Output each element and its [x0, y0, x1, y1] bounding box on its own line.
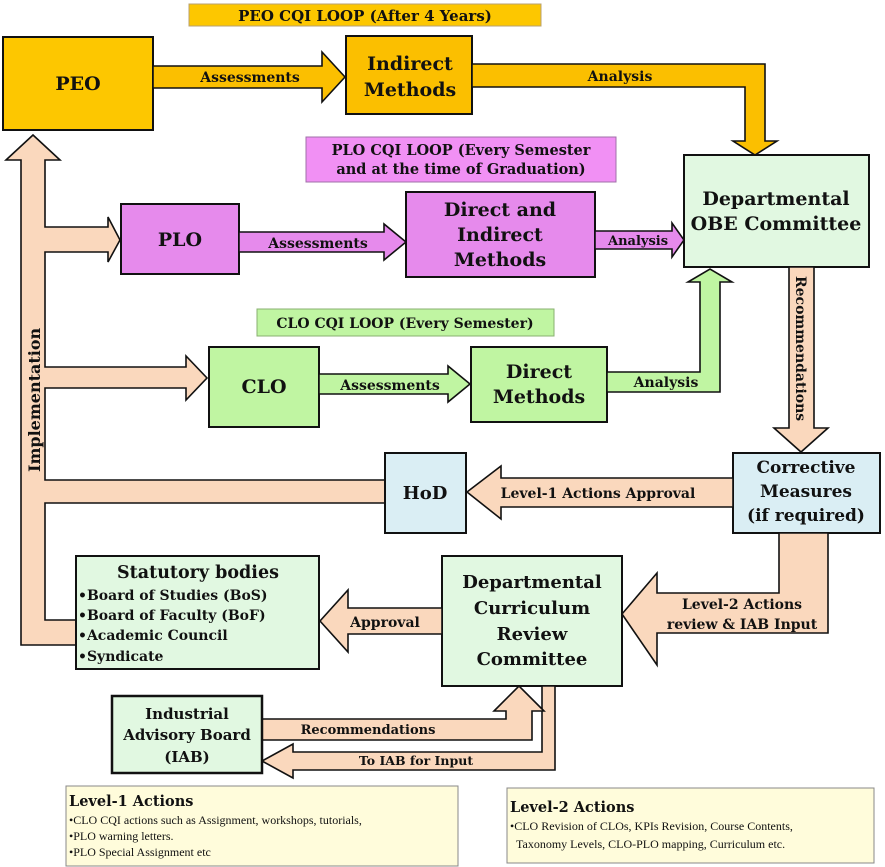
- level1-note-item: •CLO CQI actions such as Assignment, wor…: [69, 813, 362, 827]
- hod-label: HoD: [403, 483, 448, 504]
- direct-indirect-methods-node[interactable]: [405, 191, 596, 278]
- peo-loop-banner-text: PEO CQI LOOP (After 4 Years): [238, 7, 492, 25]
- clo-assessments-label: Assessments: [339, 378, 440, 394]
- corrective-line1: Corrective: [757, 458, 856, 478]
- direct-indirect-line2: Indirect: [457, 224, 543, 246]
- level1-approval-arrow: [465, 464, 734, 521]
- to-iab-arrow: [260, 685, 556, 780]
- direct-indirect-line3: Methods: [454, 249, 546, 271]
- direct-methods-node[interactable]: [470, 346, 608, 423]
- peo-assessments-arrow: [152, 49, 347, 105]
- implementation-label: Implementation: [25, 328, 44, 473]
- implementation-arrow: [3, 133, 386, 646]
- recommendations-arrow: [771, 266, 831, 454]
- peo-node-label: PEO: [55, 73, 100, 95]
- level1-note-item: •PLO Special Assignment etc: [69, 845, 211, 859]
- direct-methods-line1: Direct: [506, 361, 572, 383]
- level2-actions-arrow: [620, 532, 829, 668]
- iab-line3: (IAB): [164, 748, 210, 766]
- corrective-line3: (if required): [747, 506, 865, 526]
- level2-label-line2: review & IAB Input: [667, 617, 818, 633]
- iab-recommendations-label: Recommendations: [301, 723, 436, 738]
- iab-recommendations-arrow: [261, 684, 546, 741]
- peo-loop-banner: [188, 3, 542, 27]
- iab-line2: Advisory Board: [122, 726, 251, 744]
- statutory-item: •Board of Studies (BoS): [78, 588, 268, 604]
- dcrc-line2: Curriculum: [474, 598, 590, 619]
- level2-label-line1: Level-2 Actions: [682, 597, 802, 613]
- hod-node[interactable]: [384, 452, 467, 534]
- statutory-item: •Academic Council: [78, 628, 228, 644]
- indirect-methods-node[interactable]: [345, 35, 473, 115]
- dcrc-line4: Committee: [477, 649, 588, 670]
- level2-note-item: •CLO Revision of CLOs, KPIs Revision, Co…: [510, 819, 793, 833]
- plo-loop-banner: [305, 136, 617, 183]
- iab-line1: Industrial: [145, 705, 229, 723]
- level1-note-item: •PLO warning letters.: [69, 829, 174, 843]
- plo-loop-banner-line1: PLO CQI LOOP (Every Semester: [332, 142, 591, 159]
- peo-node[interactable]: [2, 36, 154, 131]
- approval-arrow: [318, 587, 443, 655]
- direct-methods-line2: Methods: [493, 386, 585, 408]
- peo-analysis-arrow: [471, 63, 780, 156]
- approval-label: Approval: [349, 615, 420, 631]
- plo-assessments-label: Assessments: [267, 236, 368, 252]
- peo-assessments-label: Assessments: [199, 70, 300, 86]
- obe-committee-line2: OBE Committee: [691, 213, 862, 235]
- to-iab-label: To IAB for Input: [359, 753, 473, 768]
- indirect-methods-line1: Indirect: [367, 53, 453, 75]
- statutory-title: Statutory bodies: [117, 563, 279, 583]
- plo-node-label: PLO: [158, 229, 202, 251]
- curriculum-review-committee-node[interactable]: [441, 555, 623, 687]
- obe-committee-node[interactable]: [683, 154, 870, 268]
- clo-node-label: CLO: [241, 376, 286, 398]
- statutory-bodies-node[interactable]: [75, 555, 320, 670]
- peo-analysis-label: Analysis: [587, 69, 653, 85]
- recommendations-label: Recommendations: [792, 276, 808, 421]
- level2-note-title: Level-2 Actions: [510, 799, 634, 816]
- plo-node[interactable]: [120, 203, 240, 275]
- plo-loop-banner-line2: and at the time of Graduation): [336, 161, 585, 178]
- plo-analysis-label: Analysis: [607, 234, 668, 249]
- indirect-methods-line2: Methods: [364, 79, 456, 101]
- plo-analysis-arrow: [594, 220, 685, 260]
- dcrc-line3: Review: [497, 624, 568, 645]
- plo-assessments-arrow: [238, 222, 408, 262]
- clo-analysis-arrow: [606, 268, 735, 393]
- dcrc-line1: Departmental: [462, 572, 602, 593]
- level1-approval-label: Level-1 Actions Approval: [501, 486, 696, 502]
- clo-assessments-arrow: [318, 364, 472, 404]
- corrective-line2: Measures: [760, 482, 852, 502]
- clo-loop-banner-text: CLO CQI LOOP (Every Semester): [276, 316, 533, 332]
- level1-actions-note: [65, 785, 459, 867]
- industrial-advisory-board-node[interactable]: [110, 694, 264, 775]
- obe-committee-line1: Departmental: [702, 188, 849, 210]
- level2-actions-note: [506, 787, 875, 864]
- level2-note-item: Taxonomy Levels, CLO-PLO mapping, Curric…: [516, 837, 785, 851]
- statutory-item: •Syndicate: [78, 649, 164, 665]
- statutory-item: •Board of Faculty (BoF): [78, 608, 266, 624]
- clo-loop-banner: [256, 308, 555, 337]
- clo-analysis-label: Analysis: [633, 375, 699, 391]
- direct-indirect-line1: Direct and: [444, 199, 556, 221]
- level1-note-title: Level-1 Actions: [69, 793, 193, 810]
